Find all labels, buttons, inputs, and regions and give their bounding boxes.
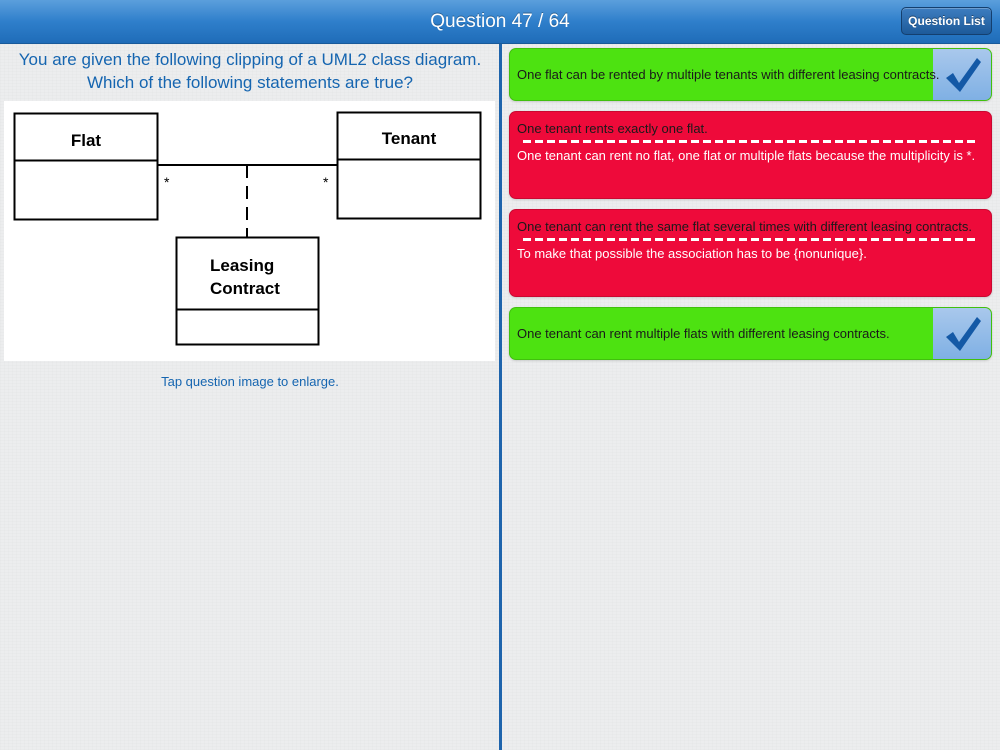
checkmark-icon — [946, 58, 981, 92]
class-leasing-label-1: Leasing — [210, 256, 274, 275]
class-leasing-label-2: Contract — [210, 279, 280, 298]
answer-separator — [523, 140, 975, 143]
answer-option-3[interactable]: One tenant can rent the same flat severa… — [509, 209, 992, 297]
class-leasing-contract: Leasing Contract — [175, 236, 320, 346]
checkmark-icon — [946, 317, 981, 351]
multiplicity-left: * — [164, 174, 170, 190]
answer-statement: One tenant can rent multiple flats with … — [517, 326, 890, 341]
question-image[interactable]: Flat Tenant * * Leasing Contract — [4, 101, 495, 361]
page-title: Question 47 / 64 — [430, 11, 570, 32]
class-flat: Flat — [13, 112, 159, 221]
answer-separator — [523, 238, 975, 241]
answer-statement: One tenant can rent the same flat severa… — [517, 219, 972, 234]
enlarge-hint: Tap question image to enlarge. — [161, 374, 339, 389]
answer-option-4[interactable]: One tenant can rent multiple flats with … — [509, 307, 992, 360]
answer-checkbox[interactable] — [933, 308, 991, 359]
answer-statement: One flat can be rented by multiple tenan… — [517, 67, 940, 82]
pane-divider — [499, 44, 502, 750]
answer-explanation: One tenant can rent no flat, one flat or… — [517, 148, 976, 163]
question-list-button[interactable]: Question List — [901, 7, 992, 35]
answer-option-1[interactable]: One flat can be rented by multiple tenan… — [509, 48, 992, 101]
class-flat-label: Flat — [71, 131, 102, 150]
class-tenant-label: Tenant — [382, 129, 437, 148]
answer-explanation: To make that possible the association ha… — [517, 246, 867, 261]
class-tenant: Tenant — [336, 111, 482, 220]
answer-list: One flat can be rented by multiple tenan… — [509, 48, 992, 370]
top-bar: Question 47 / 64 Question List — [0, 0, 1000, 44]
answer-checkbox[interactable] — [933, 49, 991, 100]
answer-option-2[interactable]: One tenant rents exactly one flat. One t… — [509, 111, 992, 199]
multiplicity-right: * — [323, 174, 329, 190]
answer-statement: One tenant rents exactly one flat. — [517, 121, 708, 136]
uml-diagram: Flat Tenant * * Leasing Contract — [13, 111, 482, 346]
question-text: You are given the following clipping of … — [18, 50, 482, 92]
